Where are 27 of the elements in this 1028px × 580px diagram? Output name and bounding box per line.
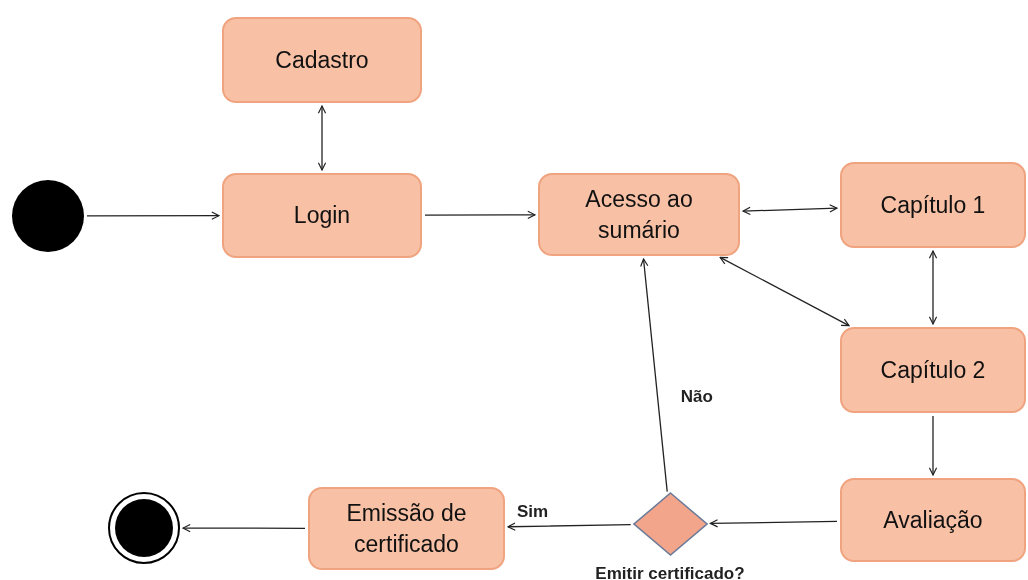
activity-label: Login <box>293 201 351 230</box>
arrow <box>709 519 838 528</box>
activity-label: Cadastro <box>275 45 369 75</box>
decision-diamond <box>633 492 708 556</box>
arrow <box>317 105 327 171</box>
arrow <box>182 523 306 533</box>
arrow <box>640 258 668 493</box>
arrow <box>928 415 938 476</box>
activity-box <box>538 173 740 256</box>
arrow <box>86 211 220 220</box>
activity-label: Capítulo 2 <box>880 355 986 385</box>
arrow <box>507 522 632 531</box>
activity-box <box>840 327 1026 413</box>
activity-label: Capítulo 1 <box>880 190 986 220</box>
activity-box <box>222 17 422 103</box>
arrow <box>928 250 938 325</box>
activity-label: Acesso ao sumário <box>584 184 694 245</box>
activity-label: Avaliação <box>883 505 983 535</box>
activity-box <box>222 173 422 258</box>
activity-label: Emissão de certificado <box>345 498 468 559</box>
decision-caption: Emitir certificado? <box>595 563 745 580</box>
arrow <box>742 204 838 216</box>
activity-box <box>840 478 1026 562</box>
activity-box <box>840 162 1026 248</box>
arrow <box>424 210 536 220</box>
arrow <box>719 256 850 327</box>
activity-box <box>308 487 505 570</box>
